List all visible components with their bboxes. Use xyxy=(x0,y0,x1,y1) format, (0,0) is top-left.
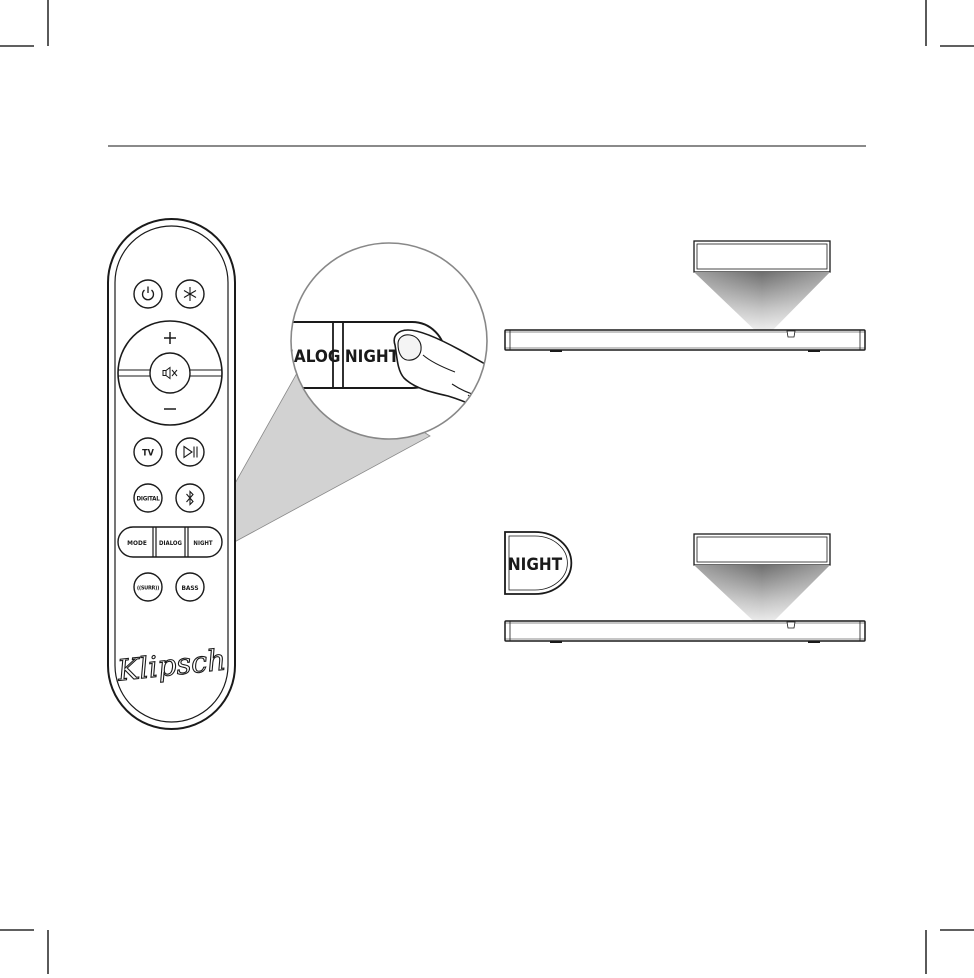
surround-button[interactable]: ((SURR)) xyxy=(134,573,162,601)
zoom-night-label: NIGHT xyxy=(345,347,400,367)
night-button-label: NIGHT xyxy=(193,540,212,547)
mode-button[interactable]: MODE xyxy=(127,539,147,547)
dialog-button-label: DIALOG xyxy=(159,540,182,547)
digital-button-label: DIGITAL xyxy=(136,496,160,503)
night-badge-label: NIGHT xyxy=(508,555,563,575)
play-pause-button[interactable] xyxy=(176,438,204,466)
power-button[interactable] xyxy=(134,280,162,308)
zoom-dialog-button: DIALOG xyxy=(276,347,341,367)
mode-button-label: MODE xyxy=(127,539,147,547)
bass-button[interactable]: BASS xyxy=(176,573,204,601)
status-panel-1 xyxy=(694,241,830,272)
status-panel-2 xyxy=(694,534,830,565)
soundbar-2 xyxy=(505,621,865,641)
night-button[interactable]: NIGHT xyxy=(193,540,212,547)
digital-button[interactable]: DIGITAL xyxy=(134,484,162,512)
tv-button-label: TV xyxy=(142,449,155,459)
surround-button-label: ((SURR)) xyxy=(137,586,159,592)
light-button[interactable] xyxy=(176,280,204,308)
bass-button-label: BASS xyxy=(181,584,198,592)
sound-mode-button-group: MODE DIALOG NIGHT xyxy=(118,527,222,557)
zoom-dialog-label: DIALOG xyxy=(276,347,341,367)
dialog-button[interactable]: DIALOG xyxy=(159,540,182,547)
night-button-badge: NIGHT xyxy=(505,532,571,594)
soundbar-top-diagram xyxy=(505,241,865,351)
remote-control: TV DIGITAL MODE xyxy=(108,219,235,729)
tv-button[interactable]: TV xyxy=(134,438,162,466)
zoom-night-button: NIGHT xyxy=(345,347,400,367)
soundbar-1 xyxy=(505,330,865,350)
bluetooth-button[interactable] xyxy=(176,484,204,512)
